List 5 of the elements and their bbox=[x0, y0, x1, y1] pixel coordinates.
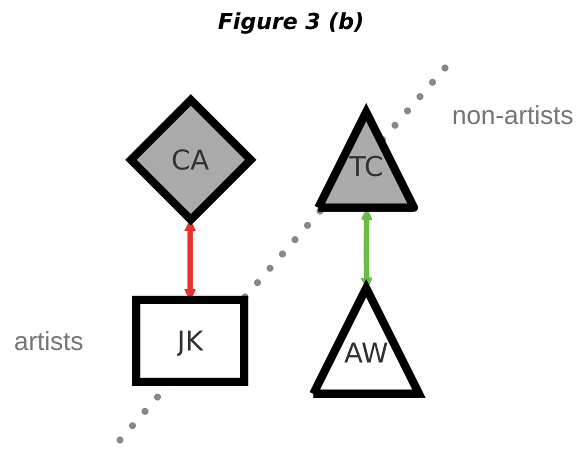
region-label: artists bbox=[14, 326, 84, 357]
node-diamond: CA bbox=[125, 94, 257, 226]
figure-title: Figure 3 (b) bbox=[216, 10, 366, 35]
node-box: JK bbox=[132, 296, 248, 386]
region-label: non-artists bbox=[452, 100, 574, 131]
